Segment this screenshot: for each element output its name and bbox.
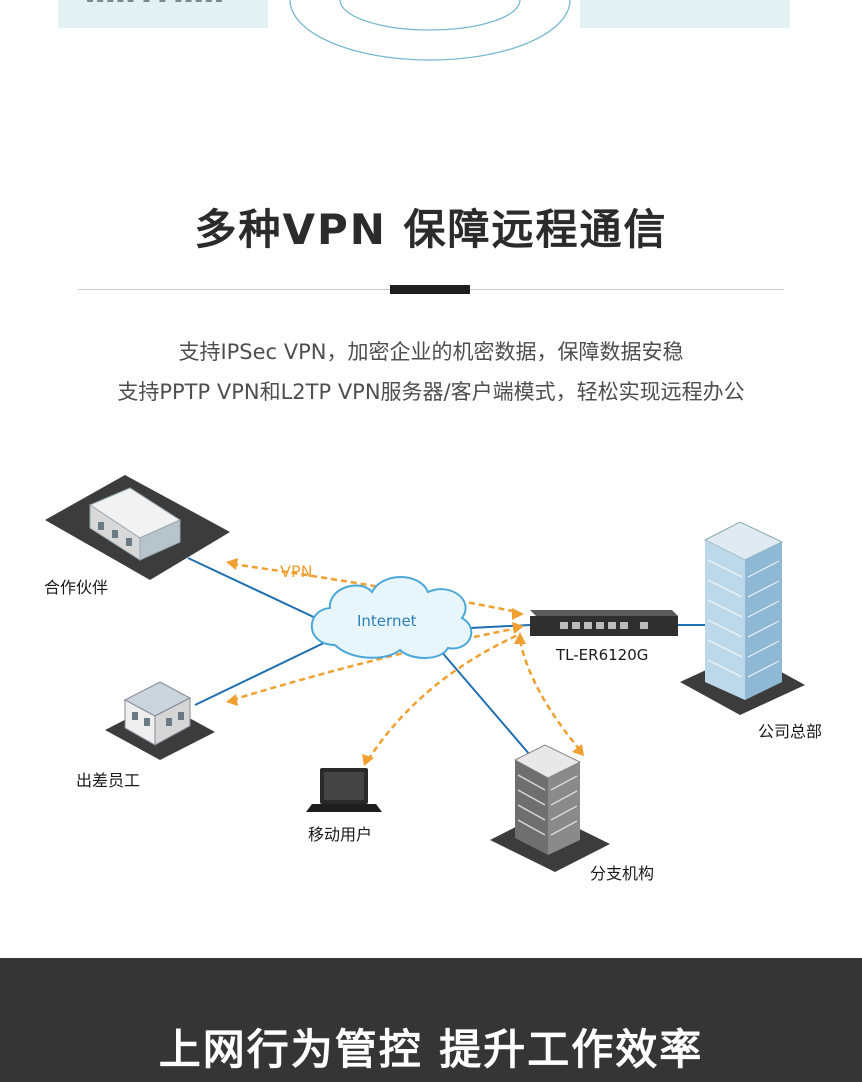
router-icon bbox=[530, 610, 678, 636]
link-internet-branch bbox=[439, 649, 531, 756]
headquarters-tower-icon bbox=[680, 521, 805, 715]
traveling-staff-house-icon bbox=[105, 681, 215, 760]
tunnel-staff bbox=[231, 626, 519, 702]
description-line-1: 支持IPSec VPN，加密企业的机密数据，保障数据安稳 bbox=[178, 340, 684, 364]
top-feature-card-right bbox=[580, 0, 790, 28]
router-model-label: TL-ER6120G bbox=[556, 646, 649, 664]
arrowhead bbox=[512, 622, 524, 634]
arrowhead bbox=[226, 558, 238, 570]
partner-label: 合作伙伴 bbox=[44, 578, 109, 597]
arrowhead bbox=[362, 754, 374, 766]
section-title: 多种VPN 保障远程通信 bbox=[194, 205, 668, 254]
vpn-tunnels bbox=[231, 562, 581, 761]
branch-building-icon bbox=[490, 744, 610, 872]
tunnel-partner bbox=[231, 562, 519, 614]
diagram-canvas bbox=[45, 475, 805, 872]
cropped-text-fragment: ▪▪▪▪▪ ▪ ▪ ▪▪▪▪▪ bbox=[86, 0, 236, 2]
vpn-label: VPN bbox=[280, 562, 313, 581]
traveling-staff-label: 出差员工 bbox=[76, 771, 141, 790]
physical-links bbox=[187, 557, 705, 756]
mobile-user-laptop-icon bbox=[306, 768, 382, 812]
arrowhead bbox=[572, 744, 584, 756]
internet-cloud-icon bbox=[310, 576, 473, 659]
description-line-2: 支持PPTP VPN和L2TP VPN服务器/客户端模式，轻松实现远程办公 bbox=[117, 380, 745, 404]
arrowhead bbox=[514, 632, 526, 644]
headquarters-label: 公司总部 bbox=[758, 722, 823, 741]
arrowhead bbox=[226, 694, 238, 706]
tunnel-branch bbox=[518, 639, 581, 751]
outer-arc bbox=[289, 0, 571, 61]
title-divider-bar bbox=[390, 285, 470, 294]
branch-label: 分支机构 bbox=[590, 864, 655, 883]
top-circle-arcs bbox=[289, 0, 571, 61]
tunnel-mobile bbox=[366, 633, 519, 761]
internet-label: Internet bbox=[357, 612, 417, 630]
link-partner-internet bbox=[187, 557, 321, 621]
vpn-network-diagram: VPN Internet TL-ER6120G 合作伙伴 出差员工 移动用户 分… bbox=[0, 460, 862, 944]
mobile-user-label: 移动用户 bbox=[308, 825, 373, 844]
tunnel-arrowheads bbox=[226, 558, 584, 766]
link-staff-internet bbox=[194, 639, 331, 706]
next-section-title: 上网行为管控 提升工作效率 bbox=[158, 1025, 704, 1074]
next-section-band bbox=[0, 958, 862, 1082]
arrowhead bbox=[512, 608, 524, 620]
top-feature-card-left: ▪▪▪▪▪ ▪ ▪ ▪▪▪▪▪ bbox=[58, 0, 268, 28]
partner-building-icon bbox=[45, 475, 230, 580]
inner-arc bbox=[339, 0, 521, 31]
